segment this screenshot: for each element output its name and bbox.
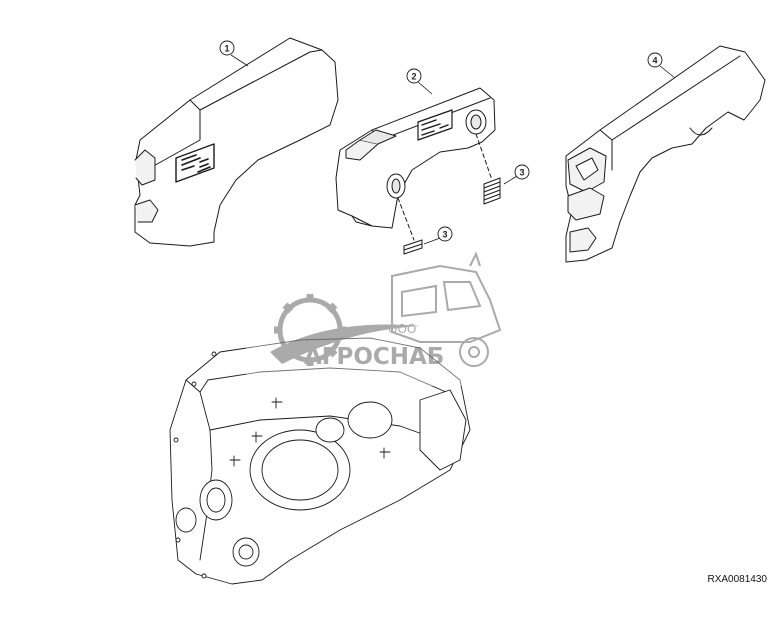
- combine-harvester-icon: [391, 251, 502, 367]
- part-2-bracket: [335, 87, 496, 229]
- callout-3-lower-label: 3: [442, 229, 447, 239]
- callout-3-upper: 3: [503, 164, 530, 185]
- figure-id: RXA0081430: [708, 574, 768, 585]
- watermark-prefix: ООО: [388, 322, 416, 336]
- callout-2: 2: [406, 68, 433, 95]
- callout-4-label: 4: [652, 55, 657, 65]
- transmission-housing: [169, 337, 471, 585]
- callout-3-upper-label: 3: [519, 167, 524, 177]
- callout-3-lower: 3: [423, 226, 453, 245]
- swoosh-icon: [270, 324, 420, 364]
- spring-upper: [483, 177, 501, 205]
- callout-1-label: 1: [224, 43, 229, 53]
- callout-1: 1: [219, 40, 249, 67]
- part-1-cover: [134, 37, 339, 247]
- watermark-name: АГРОСНАБ: [304, 344, 444, 370]
- assembly-guide-lines: [397, 133, 493, 241]
- callout-2-label: 2: [411, 71, 416, 81]
- spring-lower: [403, 239, 423, 255]
- watermark: ООО АГРОСНАБ: [246, 251, 534, 386]
- callout-4: 4: [647, 52, 676, 79]
- part-4-cover: [565, 45, 766, 263]
